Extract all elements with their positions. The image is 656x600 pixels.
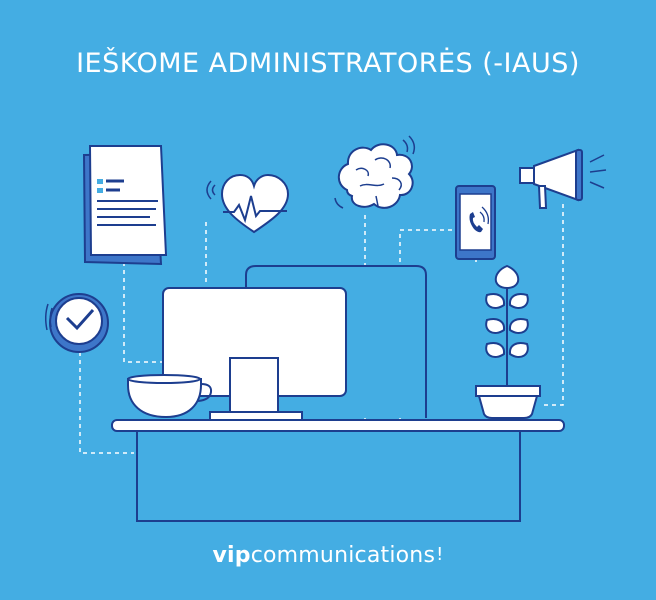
monitor-icon — [162, 287, 347, 421]
heart-pulse-icon — [206, 173, 290, 234]
brand-logo-mark: ! — [436, 544, 444, 565]
page-title: IEŠKOME ADMINISTRATORĖS (-IAUS) — [76, 48, 580, 79]
brand-logo-light: communications — [250, 543, 436, 568]
brand-logo-bold: vip — [212, 543, 251, 568]
megaphone-icon — [519, 148, 607, 209]
brain-icon — [334, 135, 416, 209]
brand-logo: vipcommunications! — [0, 543, 656, 568]
document-icon — [82, 145, 168, 266]
coffee-cup-icon — [127, 374, 213, 419]
document-connector-line — [123, 262, 165, 363]
plant-icon — [475, 264, 541, 419]
desk-icon — [111, 419, 565, 522]
clock-connector-line — [79, 352, 134, 454]
megaphone-connector-line — [541, 204, 564, 406]
smartphone-icon — [455, 185, 496, 260]
clock-icon — [44, 293, 109, 353]
